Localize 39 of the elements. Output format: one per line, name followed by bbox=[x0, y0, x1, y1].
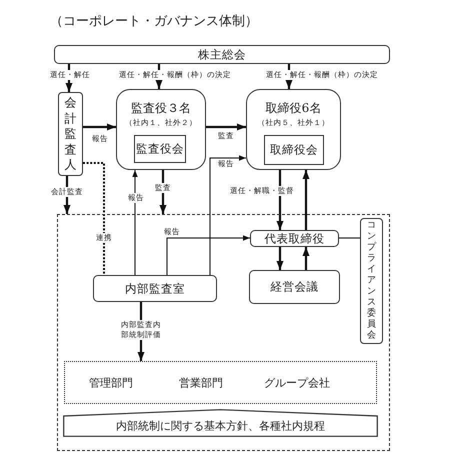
pentagon-banner bbox=[63, 409, 378, 437]
rounded-box bbox=[246, 89, 341, 170]
arrow bbox=[132, 170, 138, 276]
vertical-box bbox=[58, 92, 83, 176]
node-label: 取締役会 bbox=[270, 142, 318, 158]
node-label: 株主総会 bbox=[198, 47, 246, 62]
node-label: コンプライアンス委員会 bbox=[366, 220, 376, 342]
arrow bbox=[210, 155, 246, 276]
box bbox=[134, 135, 186, 163]
node-label: 管理部門 bbox=[89, 375, 133, 390]
arrow bbox=[166, 235, 250, 276]
rounded-box bbox=[54, 45, 390, 64]
rounded-box bbox=[250, 230, 339, 247]
node-label: 代表取締役 bbox=[264, 231, 324, 246]
node-label: グループ会社 bbox=[264, 375, 330, 390]
node-label: 取締役6名 bbox=[266, 100, 322, 117]
node-label: 監査役会 bbox=[136, 142, 184, 156]
arrow bbox=[302, 247, 310, 270]
arrow bbox=[276, 170, 284, 230]
node-label: 会計監査人 bbox=[64, 95, 77, 173]
arrow bbox=[302, 170, 310, 230]
node-label: 経営会議 bbox=[270, 280, 318, 294]
node-label: 監査役３名 bbox=[131, 100, 191, 117]
arrow bbox=[160, 170, 166, 214]
dotted-box bbox=[64, 361, 377, 404]
node-label: 内部統制に関する基本方針、各種社内規程 bbox=[116, 418, 325, 434]
rounded-box bbox=[249, 270, 340, 304]
title: （コーポレート・ガバナンス体制） bbox=[50, 13, 258, 30]
dotted-line bbox=[83, 162, 105, 275]
rounded-box bbox=[116, 89, 206, 170]
box bbox=[264, 135, 324, 165]
vertical-box bbox=[360, 218, 383, 344]
node-label: 営業部門 bbox=[179, 375, 223, 390]
rounded-box bbox=[93, 275, 217, 302]
arrow bbox=[276, 247, 284, 270]
node-label: 内部監査室 bbox=[125, 281, 185, 296]
dashed-region bbox=[57, 214, 390, 451]
arrow bbox=[206, 124, 246, 130]
arrow bbox=[83, 124, 116, 130]
